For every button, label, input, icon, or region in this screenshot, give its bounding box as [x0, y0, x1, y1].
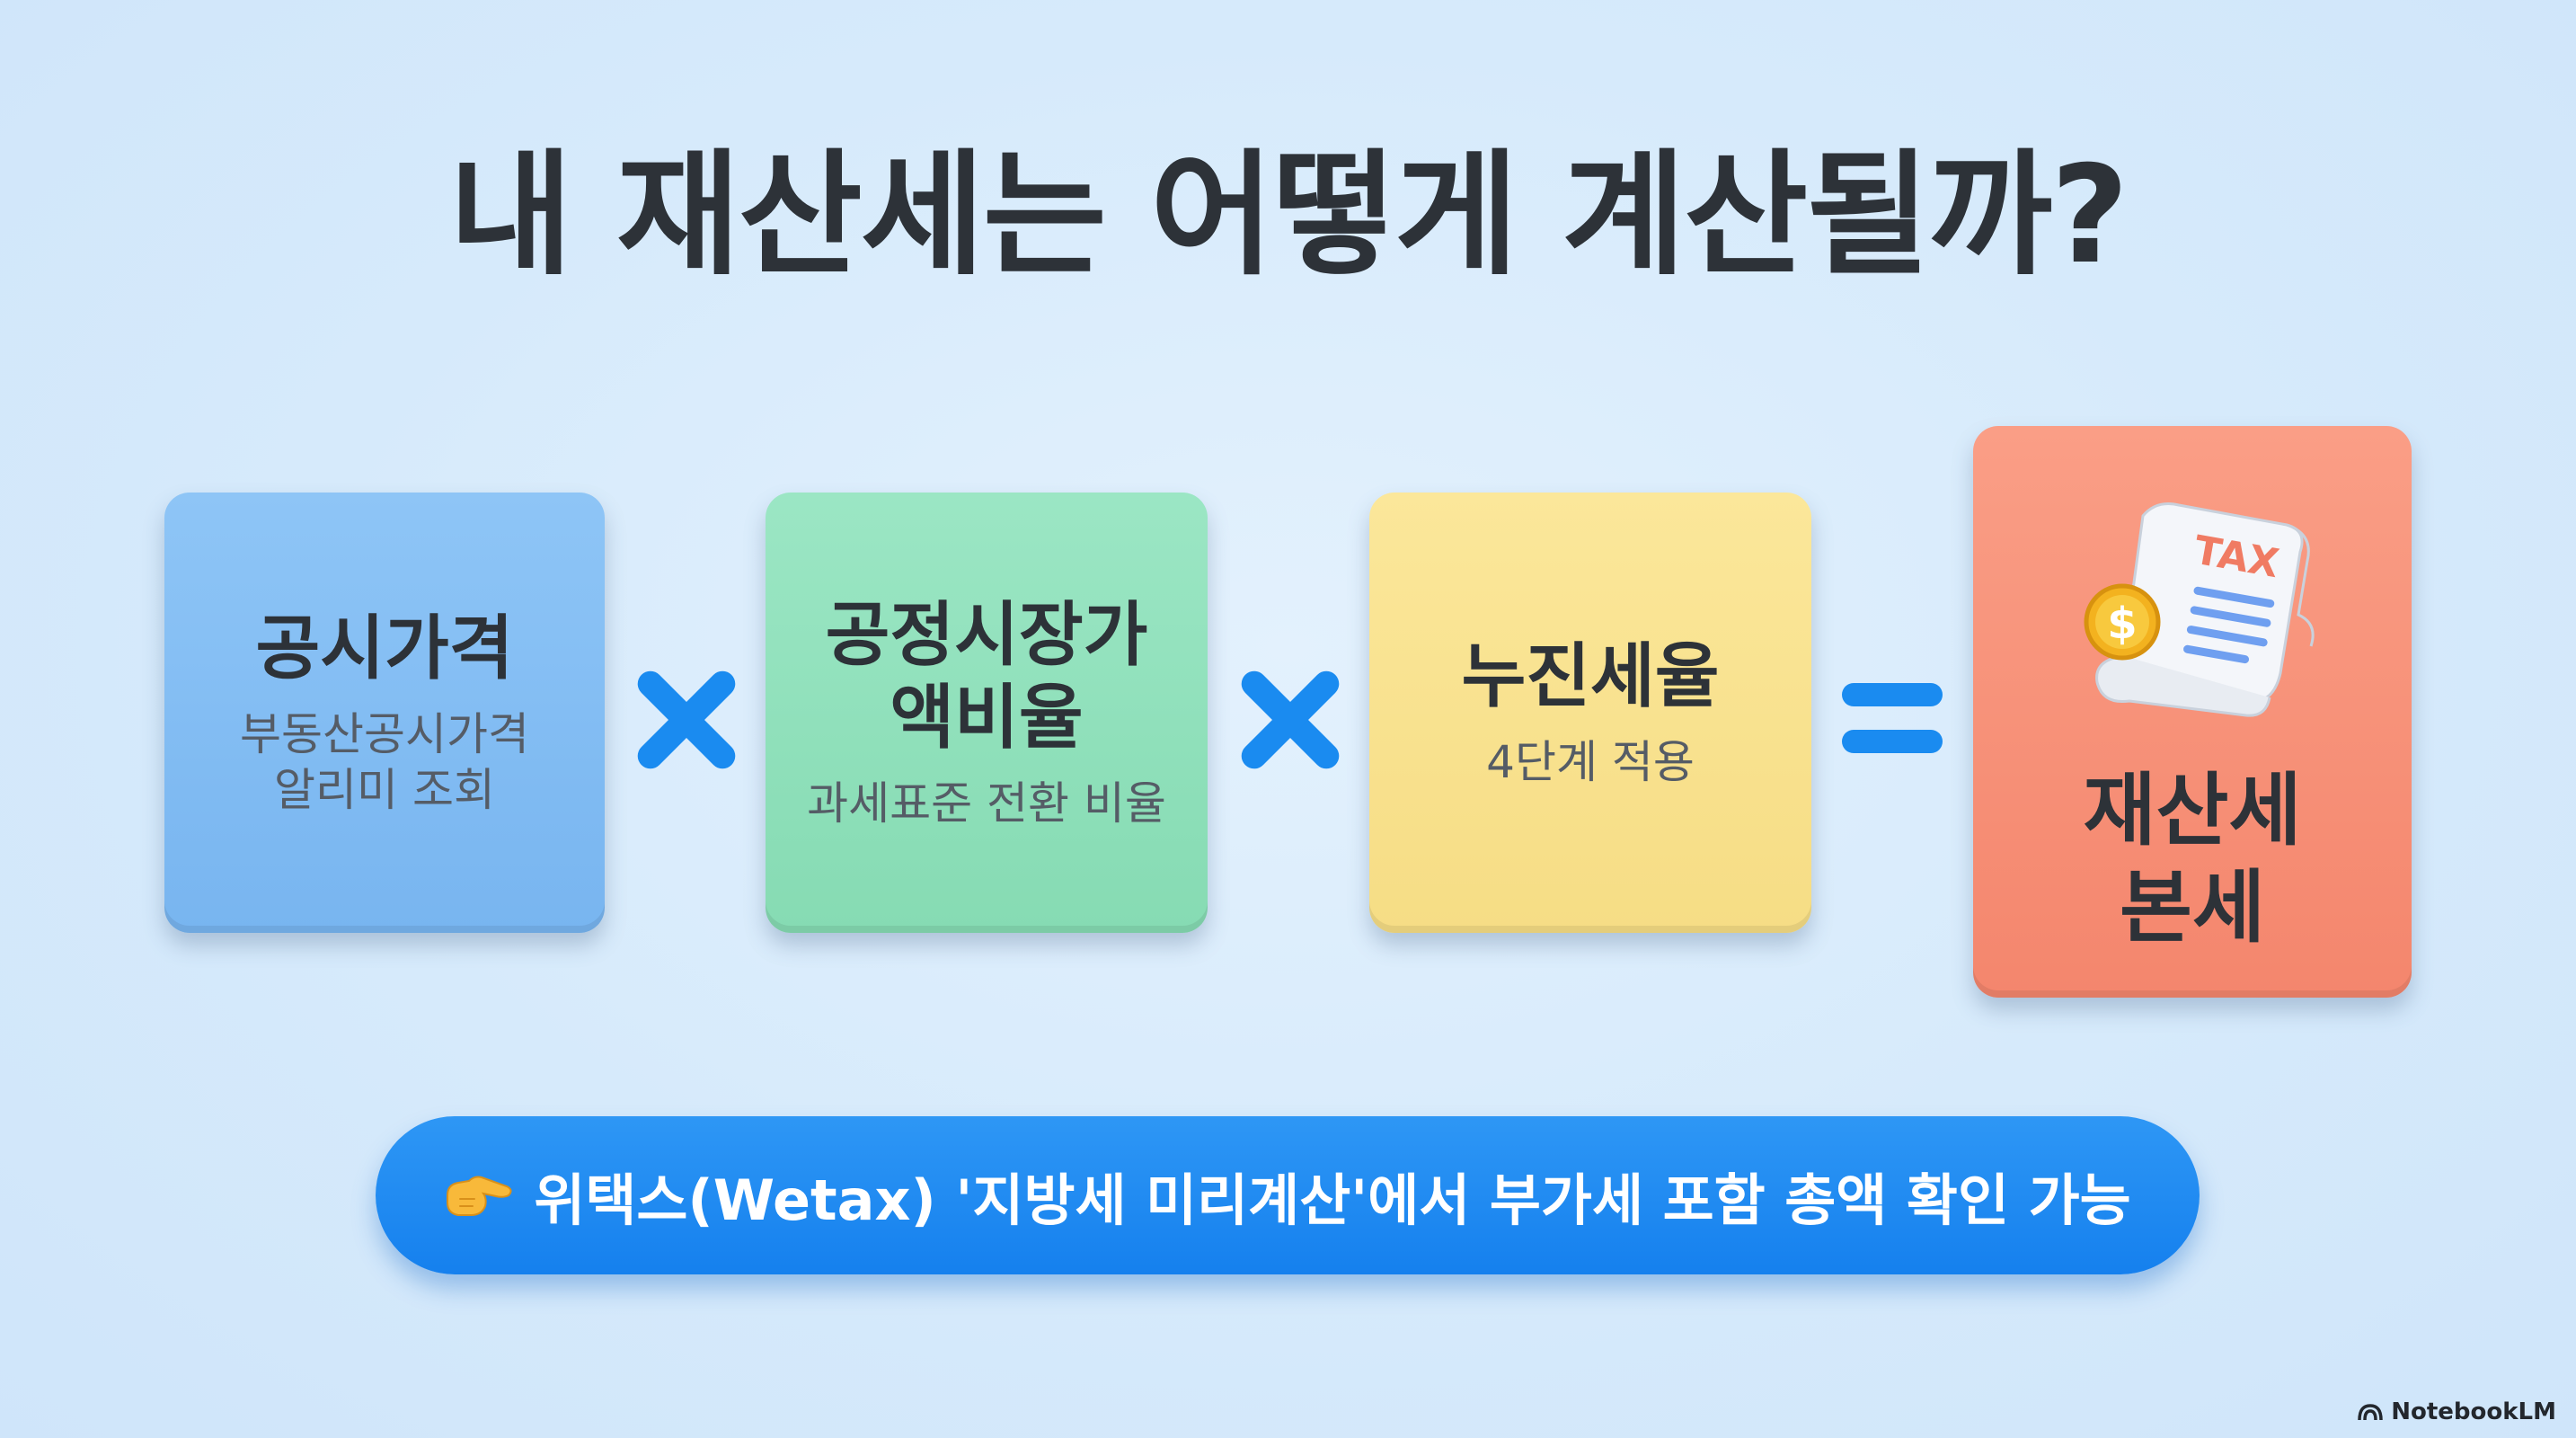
tax-document-icon: TAX $ — [2084, 502, 2315, 717]
card-progressive-rate: 누진세율 4단계 적용 — [1369, 493, 1811, 933]
card-title-line: 본세 — [2120, 861, 2265, 954]
card-fair-market-ratio: 공정시장가 액비율 과세표준 전환 비율 — [766, 493, 1208, 933]
page-title: 내 재산세는 어떻게 계산될까? — [448, 138, 2129, 294]
card-property-tax-result: TAX $ 재산세 본세 — [1973, 426, 2412, 998]
coin-currency-symbol: $ — [2107, 599, 2137, 649]
multiply-icon — [1241, 670, 1340, 769]
card-subtitle-line: 알리미 조회 — [274, 764, 495, 816]
banner-text: 위택스(Wetax) '지방세 미리계산'에서 부가세 포함 총액 확인 가능 — [534, 1167, 2131, 1233]
card-title: 재산세 본세 — [2084, 762, 2302, 956]
card-subtitle: 부동산공시가격 알리미 조회 — [240, 706, 529, 818]
brand-label: NotebookLM — [2391, 1398, 2556, 1425]
card-title-line: 공정시장가 — [825, 595, 1148, 676]
card-title-line: 재산세 — [2083, 764, 2302, 857]
card-subtitle: 4단계 적용 — [1486, 736, 1695, 788]
card-title-line: 액비율 — [890, 678, 1084, 759]
multiply-icon — [637, 670, 736, 769]
wetax-banner: 위택스(Wetax) '지방세 미리계산'에서 부가세 포함 총액 확인 가능 — [376, 1116, 2200, 1274]
card-title: 공정시장가 액비율 — [826, 594, 1148, 759]
branding: NotebookLM — [2357, 1398, 2556, 1425]
card-title: 공시가격 — [255, 608, 514, 689]
card-subtitle: 과세표준 전환 비율 — [807, 777, 1166, 830]
card-subtitle-line: 부동산공시가격 — [240, 708, 529, 760]
card-official-price: 공시가격 부동산공시가격 알리미 조회 — [164, 493, 605, 933]
notebooklm-logo-icon — [2358, 1404, 2383, 1421]
equals-icon — [1842, 683, 1943, 753]
card-title: 누진세율 — [1461, 636, 1720, 717]
pointing-hand-icon — [447, 1176, 512, 1216]
